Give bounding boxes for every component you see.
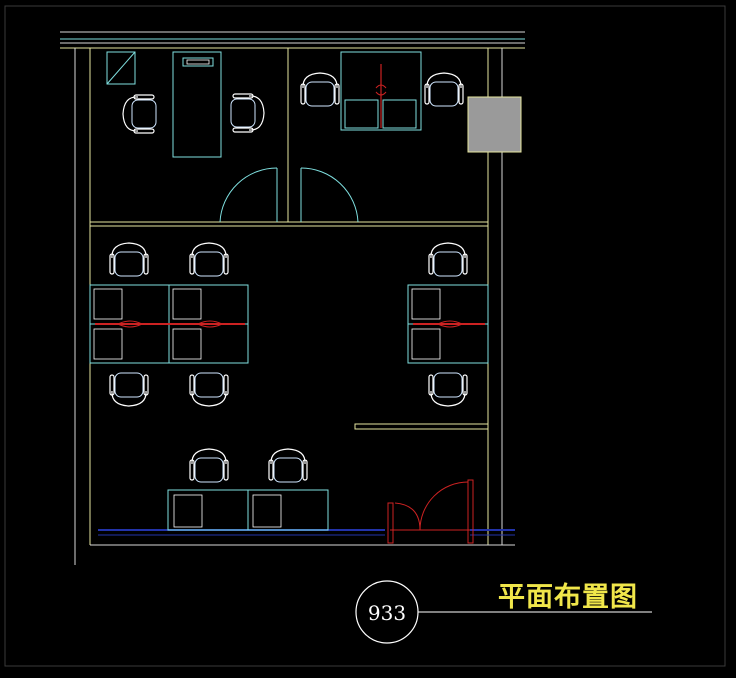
chair [109,242,149,277]
building-walls [60,31,525,565]
viewport-frame [4,5,726,667]
monitor [182,57,214,67]
sheet-number: 933 [368,601,406,625]
chair [122,94,157,134]
office-left [106,51,222,158]
chair [109,372,149,407]
sheet-marker: 933 平面布置图 [355,580,652,644]
desk [172,51,222,158]
floor-line [90,529,515,546]
workstation-cluster-right [407,284,489,364]
chair [230,93,265,133]
chair [189,372,229,407]
entrance-door [387,479,474,544]
chair [189,448,229,483]
reception-desk [167,489,329,531]
chairs [109,72,468,483]
chair [424,72,464,107]
drawing-title: 平面布置图 [498,582,638,613]
chair [189,242,229,277]
chair [428,372,468,407]
office-right [340,51,422,131]
chair [300,72,340,107]
chair [428,242,468,277]
chair [268,448,308,483]
selection-highlight[interactable] [467,96,522,153]
workstation-cluster-left [89,284,249,364]
cabinet [106,51,136,85]
meeting-table [340,51,422,131]
office-doors [219,167,359,223]
